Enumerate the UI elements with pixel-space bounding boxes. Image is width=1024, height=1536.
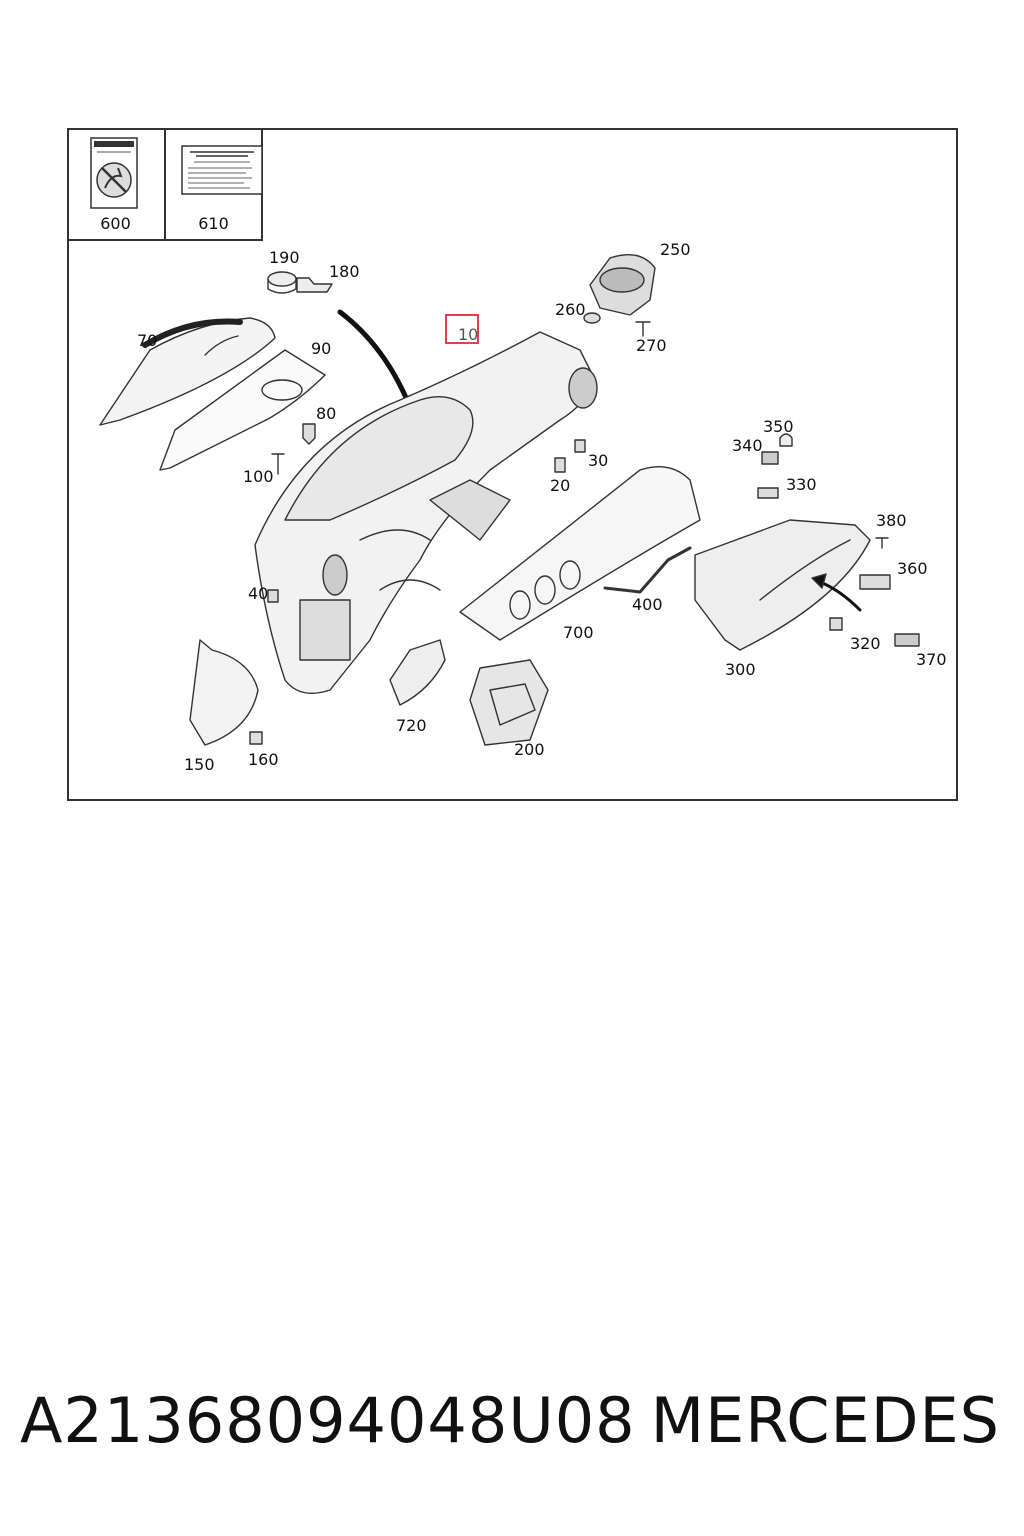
part-360-bracket: [859, 574, 891, 590]
callout-400: 400: [632, 595, 663, 614]
part-350-bulb: [779, 433, 793, 447]
part-340-switch: [761, 451, 779, 465]
part-30-clip: [574, 439, 586, 453]
part-10-highlight-box: [445, 314, 479, 344]
callout-30: 30: [588, 451, 609, 470]
part-200-frame: [469, 659, 549, 746]
label-legend-box: 600 610: [67, 128, 263, 241]
part-180-pad: [296, 277, 333, 293]
callout-20: 20: [550, 476, 571, 495]
part-number: A21368094048U08: [20, 1384, 636, 1457]
callout-70: 70: [137, 331, 158, 350]
callout-250: 250: [660, 240, 691, 259]
part-160-clip: [249, 731, 263, 745]
diagram-frame: [67, 128, 958, 801]
callout-150: 150: [184, 755, 215, 774]
callout-720: 720: [396, 716, 427, 735]
callout-200: 200: [514, 740, 545, 759]
part-370-connector: [894, 633, 920, 647]
callout-300: 300: [725, 660, 756, 679]
part-40-clip: [267, 589, 279, 603]
callout-380: 380: [876, 511, 907, 530]
part-400-duct: [603, 546, 692, 594]
part-80-clip: [302, 423, 316, 445]
part-700-trim-strip: [459, 466, 701, 641]
airbag-notice-label-icon: [181, 145, 262, 195]
footer: A21368094048U08 MERCEDES: [0, 1384, 1024, 1464]
part-20-clip: [554, 457, 566, 473]
callout-100: 100: [243, 467, 274, 486]
callout-80: 80: [316, 404, 337, 423]
legend-number-600: 600: [100, 214, 131, 233]
callout-180: 180: [329, 262, 360, 281]
part-190-cap: [267, 271, 297, 287]
callout-320: 320: [850, 634, 881, 653]
part-260-grommet: [583, 312, 601, 324]
part-150-side-panel: [189, 639, 259, 746]
part-300-glovebox: [694, 519, 871, 651]
callout-90: 90: [311, 339, 332, 358]
callout-270: 270: [636, 336, 667, 355]
callout-160: 160: [248, 750, 279, 769]
callout-350: 350: [763, 417, 794, 436]
callout-360: 360: [897, 559, 928, 578]
legend-cell-airbag-notice: 610: [164, 128, 262, 239]
callout-190: 190: [269, 248, 300, 267]
brand-name: MERCEDES: [650, 1384, 1000, 1457]
part-320-clip: [829, 617, 843, 631]
part-380-screw: [875, 537, 889, 549]
part-100-screw: [271, 453, 285, 475]
callout-330: 330: [786, 475, 817, 494]
part-330-latch: [757, 487, 779, 499]
legend-number-610: 610: [198, 214, 229, 233]
callout-370: 370: [916, 650, 947, 669]
callout-260: 260: [555, 300, 586, 319]
callout-40: 40: [248, 584, 269, 603]
dashboard-exploded-drawing: [99, 254, 920, 746]
legend-cell-airbag-warning: 600: [67, 128, 164, 239]
airbag-warning-label-icon: [90, 137, 138, 209]
part-70-upper-cover: [99, 317, 276, 426]
part-270-bolt: [635, 321, 651, 337]
assembly-arrow-glovebox: [818, 580, 862, 612]
callout-700: 700: [563, 623, 594, 642]
callout-10: 10: [458, 325, 479, 344]
callout-340: 340: [732, 436, 763, 455]
part-720-cover: [389, 639, 446, 706]
